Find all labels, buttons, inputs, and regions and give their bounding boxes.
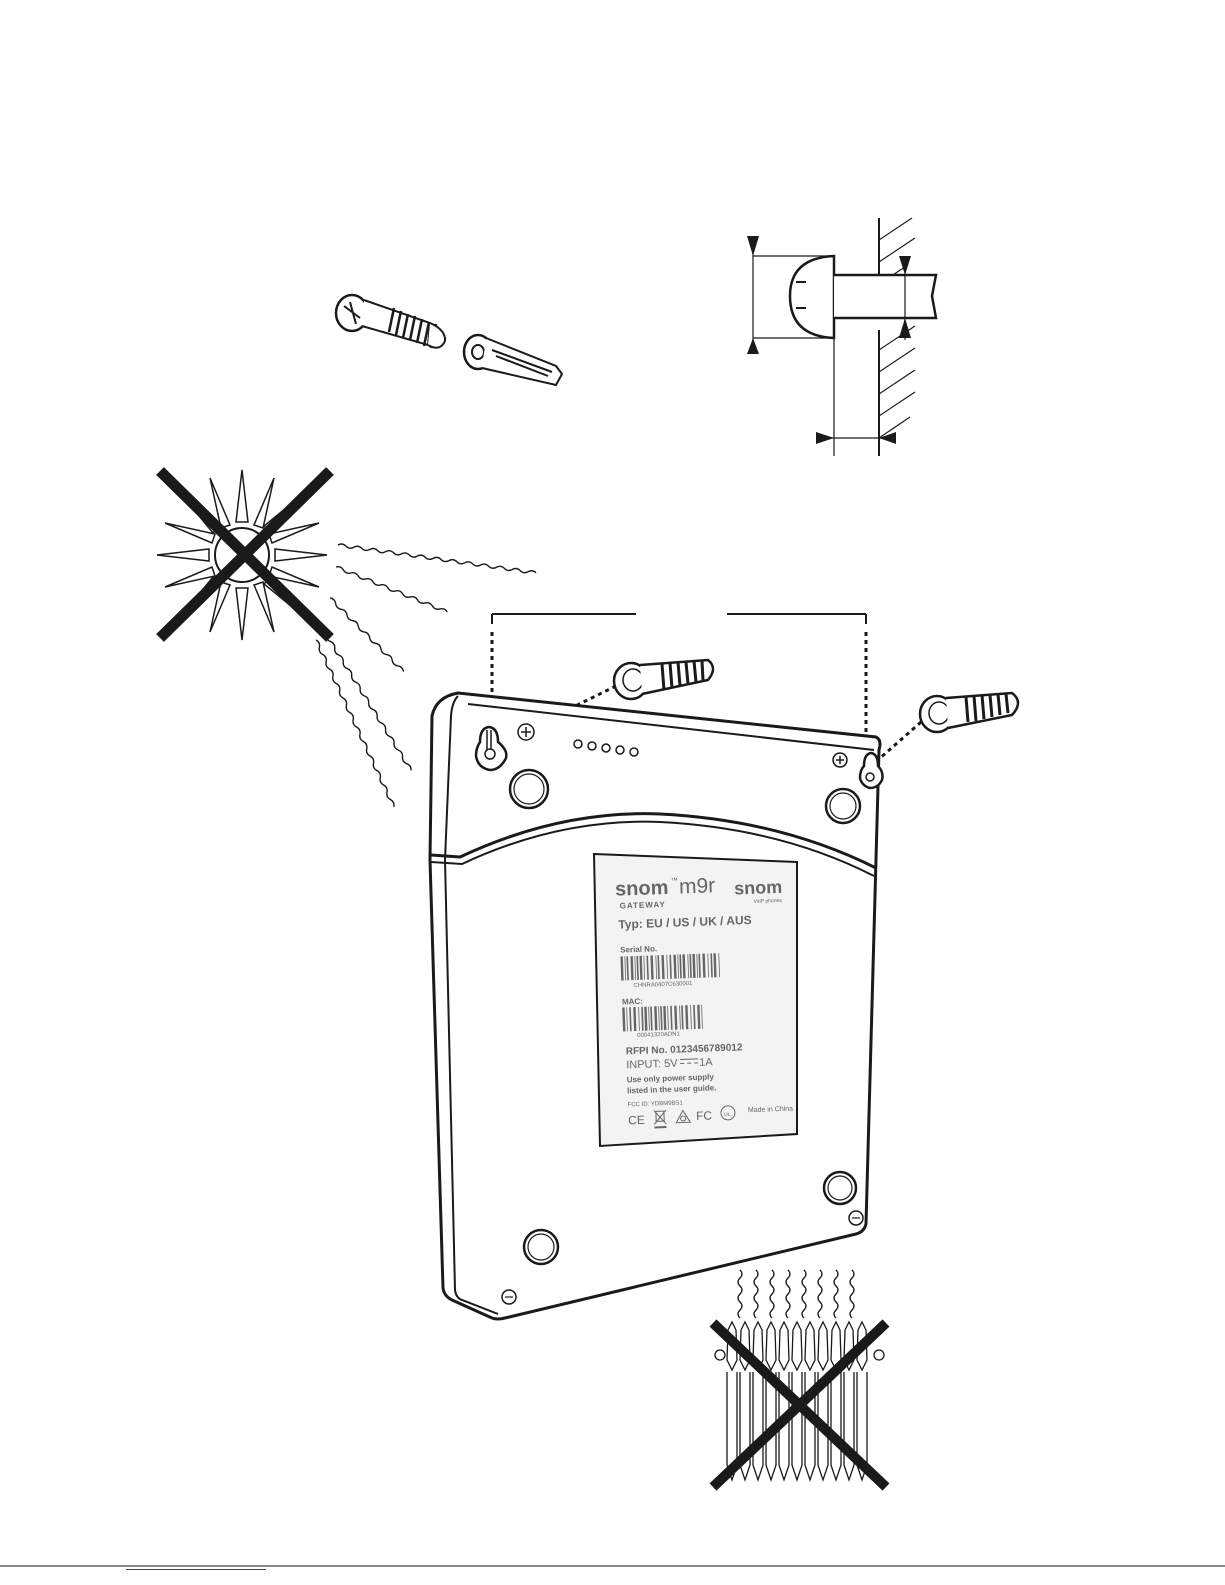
label-gateway: GATEWAY — [620, 900, 666, 911]
ce-mark: CE — [628, 1113, 645, 1128]
label-brand-left: snom — [615, 877, 669, 901]
label-input-prefix: INPUT: 5V — [626, 1058, 678, 1072]
screw-and-wall-plug-icon — [336, 295, 562, 385]
label-input-suffix: 1A — [699, 1056, 714, 1068]
label-mac-label: MAC: — [622, 997, 643, 1007]
footer-link-underline[interactable] — [126, 1568, 266, 1570]
wall-screw-right — [870, 693, 1018, 767]
label-brand-right: snom — [734, 877, 783, 899]
ul-mark-text: UL — [724, 1112, 731, 1118]
label-brand-tm: ™ — [671, 877, 678, 884]
label-model: m9r — [679, 874, 716, 898]
label-serial-label: Serial No. — [620, 944, 657, 954]
fcc-mark: FC — [696, 1108, 713, 1123]
radiator-prohibited-icon — [713, 1270, 886, 1487]
screw-depth-detail-icon — [747, 218, 936, 456]
product-label: snom ™ m9r snom VoIP phones GATEWAY Typ:… — [594, 854, 797, 1146]
label-brand-right-sub: VoIP phones — [754, 898, 783, 905]
